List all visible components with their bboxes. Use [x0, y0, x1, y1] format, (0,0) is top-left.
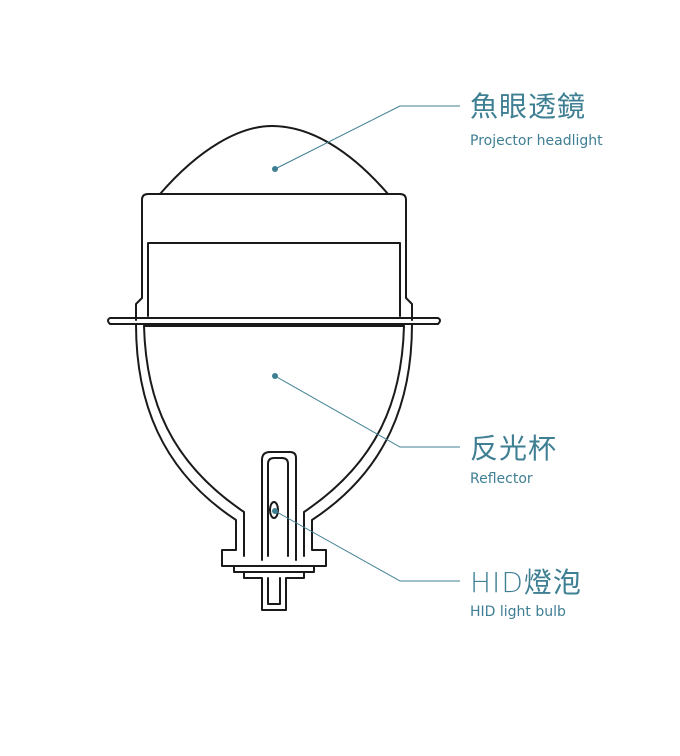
reflector-bowl-inner — [143, 325, 405, 557]
reflector-bowl-outer — [135, 323, 413, 567]
leader-dot-reflector — [272, 373, 278, 379]
lens-dome — [159, 125, 389, 195]
label-lens: 魚眼透鏡 Projector headlight — [470, 90, 603, 149]
leader-line-lens — [274, 105, 460, 170]
leader-line-bulb — [274, 510, 460, 582]
hid-bulb-outer — [261, 451, 297, 561]
leader-line-reflector — [274, 375, 460, 448]
leader-dot-lens — [272, 166, 278, 172]
label-lens-cn: 魚眼透鏡 — [470, 90, 586, 123]
lens-housing-inner — [147, 242, 401, 317]
bulb-connector — [243, 571, 305, 611]
mounting-flange — [107, 317, 441, 325]
leader-lines — [274, 105, 460, 582]
label-reflector-cn: 反光杯 — [470, 432, 557, 465]
label-bulb-cn: HID燈泡 — [470, 566, 582, 599]
label-bulb: HID燈泡 HID light bulb — [470, 566, 582, 620]
hid-bulb-inner — [267, 457, 289, 557]
leader-dot-bulb — [272, 508, 278, 514]
leader-dots — [272, 166, 278, 514]
bulb-socket — [233, 565, 315, 573]
label-bulb-en: HID light bulb — [470, 604, 566, 620]
label-lens-en: Projector headlight — [470, 133, 603, 149]
label-reflector: 反光杯 Reflector — [470, 432, 557, 487]
lens-housing-outer — [135, 193, 413, 321]
hid-bulb-arc — [269, 501, 279, 519]
label-reflector-en: Reflector — [470, 471, 533, 487]
headlight-illustration — [107, 125, 441, 611]
bulb-connector-inner — [267, 577, 281, 605]
